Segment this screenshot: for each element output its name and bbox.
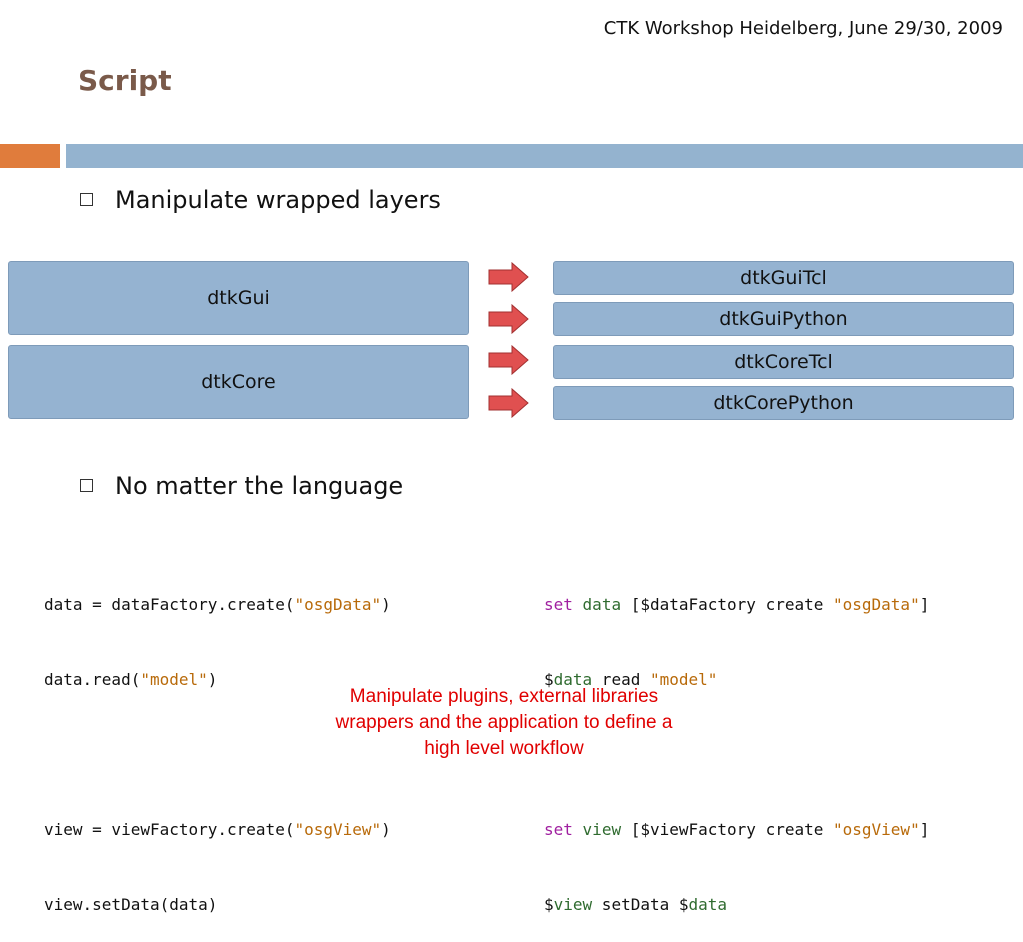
right-arrow-icon (488, 262, 529, 292)
slide-title: Script (78, 64, 172, 97)
event-header: CTK Workshop Heidelberg, June 29/30, 200… (603, 18, 1003, 39)
bullet-wrapped-layers: Manipulate wrapped layers (80, 186, 441, 214)
code-line: view = viewFactory.create("osgView") (44, 820, 391, 839)
code-line: $view setData $data (544, 895, 728, 914)
layer-label: dtkGui (207, 287, 270, 309)
bullet-text: No matter the language (115, 472, 404, 500)
checkbox-bullet-icon (80, 192, 93, 206)
code-line: data.read("model") (44, 670, 218, 689)
wrapper-box-dtkguitcl: dtkGuiTcl (553, 261, 1014, 295)
code-line: set view [$viewFactory create "osgView"] (544, 820, 930, 839)
code-line: $data read "model" (544, 670, 718, 689)
wrapper-box-dtkcorepython: dtkCorePython (553, 386, 1014, 420)
caption-line: high level workflow (424, 738, 584, 759)
code-line: set data [$dataFactory create "osgData"] (544, 595, 930, 614)
layer-box-dtkcore: dtkCore (8, 345, 469, 419)
wrapper-box-dtkguipython: dtkGuiPython (553, 302, 1014, 336)
caption-line: wrappers and the application to define a (335, 712, 673, 733)
layer-label: dtkCore (201, 371, 276, 393)
bullet-no-matter-language: No matter the language (80, 472, 403, 500)
accent-bar-blue (66, 144, 1023, 168)
workflow-caption: Manipulate plugins, external libraries w… (262, 684, 746, 762)
checkbox-bullet-icon (80, 478, 93, 492)
wrapper-label: dtkGuiTcl (740, 267, 827, 289)
code-line: view.setData(data) (44, 895, 218, 914)
wrapper-label: dtkCorePython (713, 392, 854, 414)
wrapper-label: dtkCoreTcl (734, 351, 833, 373)
right-arrow-icon (488, 345, 529, 375)
wrapper-box-dtkcoretcl: dtkCoreTcl (553, 345, 1014, 379)
caption-line: Manipulate plugins, external libraries (349, 686, 659, 707)
right-arrow-icon (488, 388, 529, 418)
right-arrow-icon (488, 304, 529, 334)
accent-bar-orange (0, 144, 60, 168)
wrapper-label: dtkGuiPython (719, 308, 848, 330)
layer-box-dtkgui: dtkGui (8, 261, 469, 335)
code-line: data = dataFactory.create("osgData") (44, 595, 391, 614)
bullet-text: Manipulate wrapped layers (115, 186, 441, 214)
